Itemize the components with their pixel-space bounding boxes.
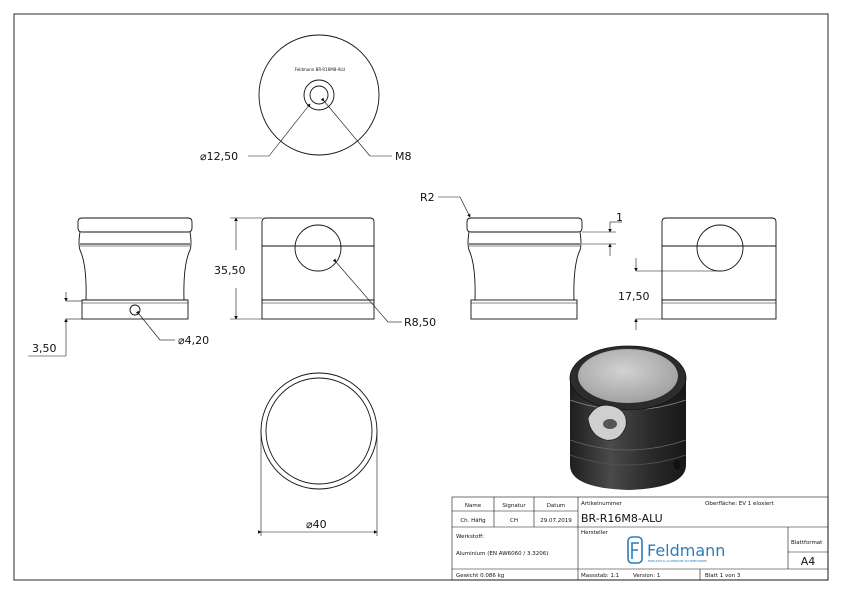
brand-tagline: EDELSTAHL ALUMINIUM SCHWEISSEREI (648, 559, 707, 563)
header-signature: Signatur (502, 503, 526, 509)
dim-top-radius: R2 (420, 191, 435, 204)
article-label: Artikelnummer (581, 501, 623, 507)
dim-gap: 1 (616, 211, 623, 224)
top-view: Feldmann BR-R16M8-ALU ⌀12,50 M8 (200, 34, 412, 163)
manufacturer-label: Hersteller (581, 530, 609, 536)
feldmann-logo: Feldmann EDELSTAHL ALUMINIUM SCHWEISSERE… (627, 536, 725, 564)
engraving-text: Feldmann BR-R16M8-ALU (295, 67, 346, 72)
dim-height: 35,50 (214, 264, 246, 277)
material-label: Werkstoff: (456, 534, 484, 540)
dim-outer-diameter: ⌀40 (306, 518, 327, 531)
dim-slot-radius: R8,50 (404, 316, 436, 329)
sheet-number: Blatt 1 von 3 (705, 573, 741, 579)
format-label: Blattformat (791, 540, 823, 546)
article-number: BR-R16M8-ALU (581, 512, 663, 525)
side-view: 35,50 R8,50 (214, 217, 436, 329)
version: Version: 1 (633, 573, 660, 579)
scale: Massstab: 1:1 (581, 573, 619, 579)
bottom-view: ⌀40 (258, 372, 378, 536)
header-name: Name (465, 503, 482, 509)
dim-hole-diameter: ⌀12,50 (200, 150, 238, 163)
side-view-right: 17,50 (618, 217, 777, 330)
drawn-by-name: Ch. Häfig (460, 518, 485, 524)
sheet-border (13, 13, 829, 581)
drawn-date: 29.07.2019 (540, 518, 572, 524)
format-value: A4 (801, 555, 816, 568)
front-view: 3,50 ⌀4,20 (28, 217, 209, 357)
dim-offset: 17,50 (618, 290, 650, 303)
dim-side-hole-height: 3,50 (32, 342, 57, 355)
brand-name: Feldmann (647, 541, 725, 560)
material-value: Aluminium (EN AW6060 / 3.3206) (456, 551, 548, 557)
dim-thread: M8 (395, 150, 412, 163)
surface-finish: Oberfläche: EV 1 eloxiert (705, 501, 775, 507)
weight: Gewicht 0.086 kg (456, 573, 504, 579)
isometric-render (569, 345, 687, 490)
header-date: Datum (547, 503, 566, 509)
drawn-by-signature: CH (510, 518, 518, 524)
front-view-right: R2 1 (420, 191, 623, 320)
title-block: Name Signatur Datum Ch. Häfig CH 29.07.2… (451, 496, 829, 581)
dim-side-hole: ⌀4,20 (178, 334, 209, 347)
